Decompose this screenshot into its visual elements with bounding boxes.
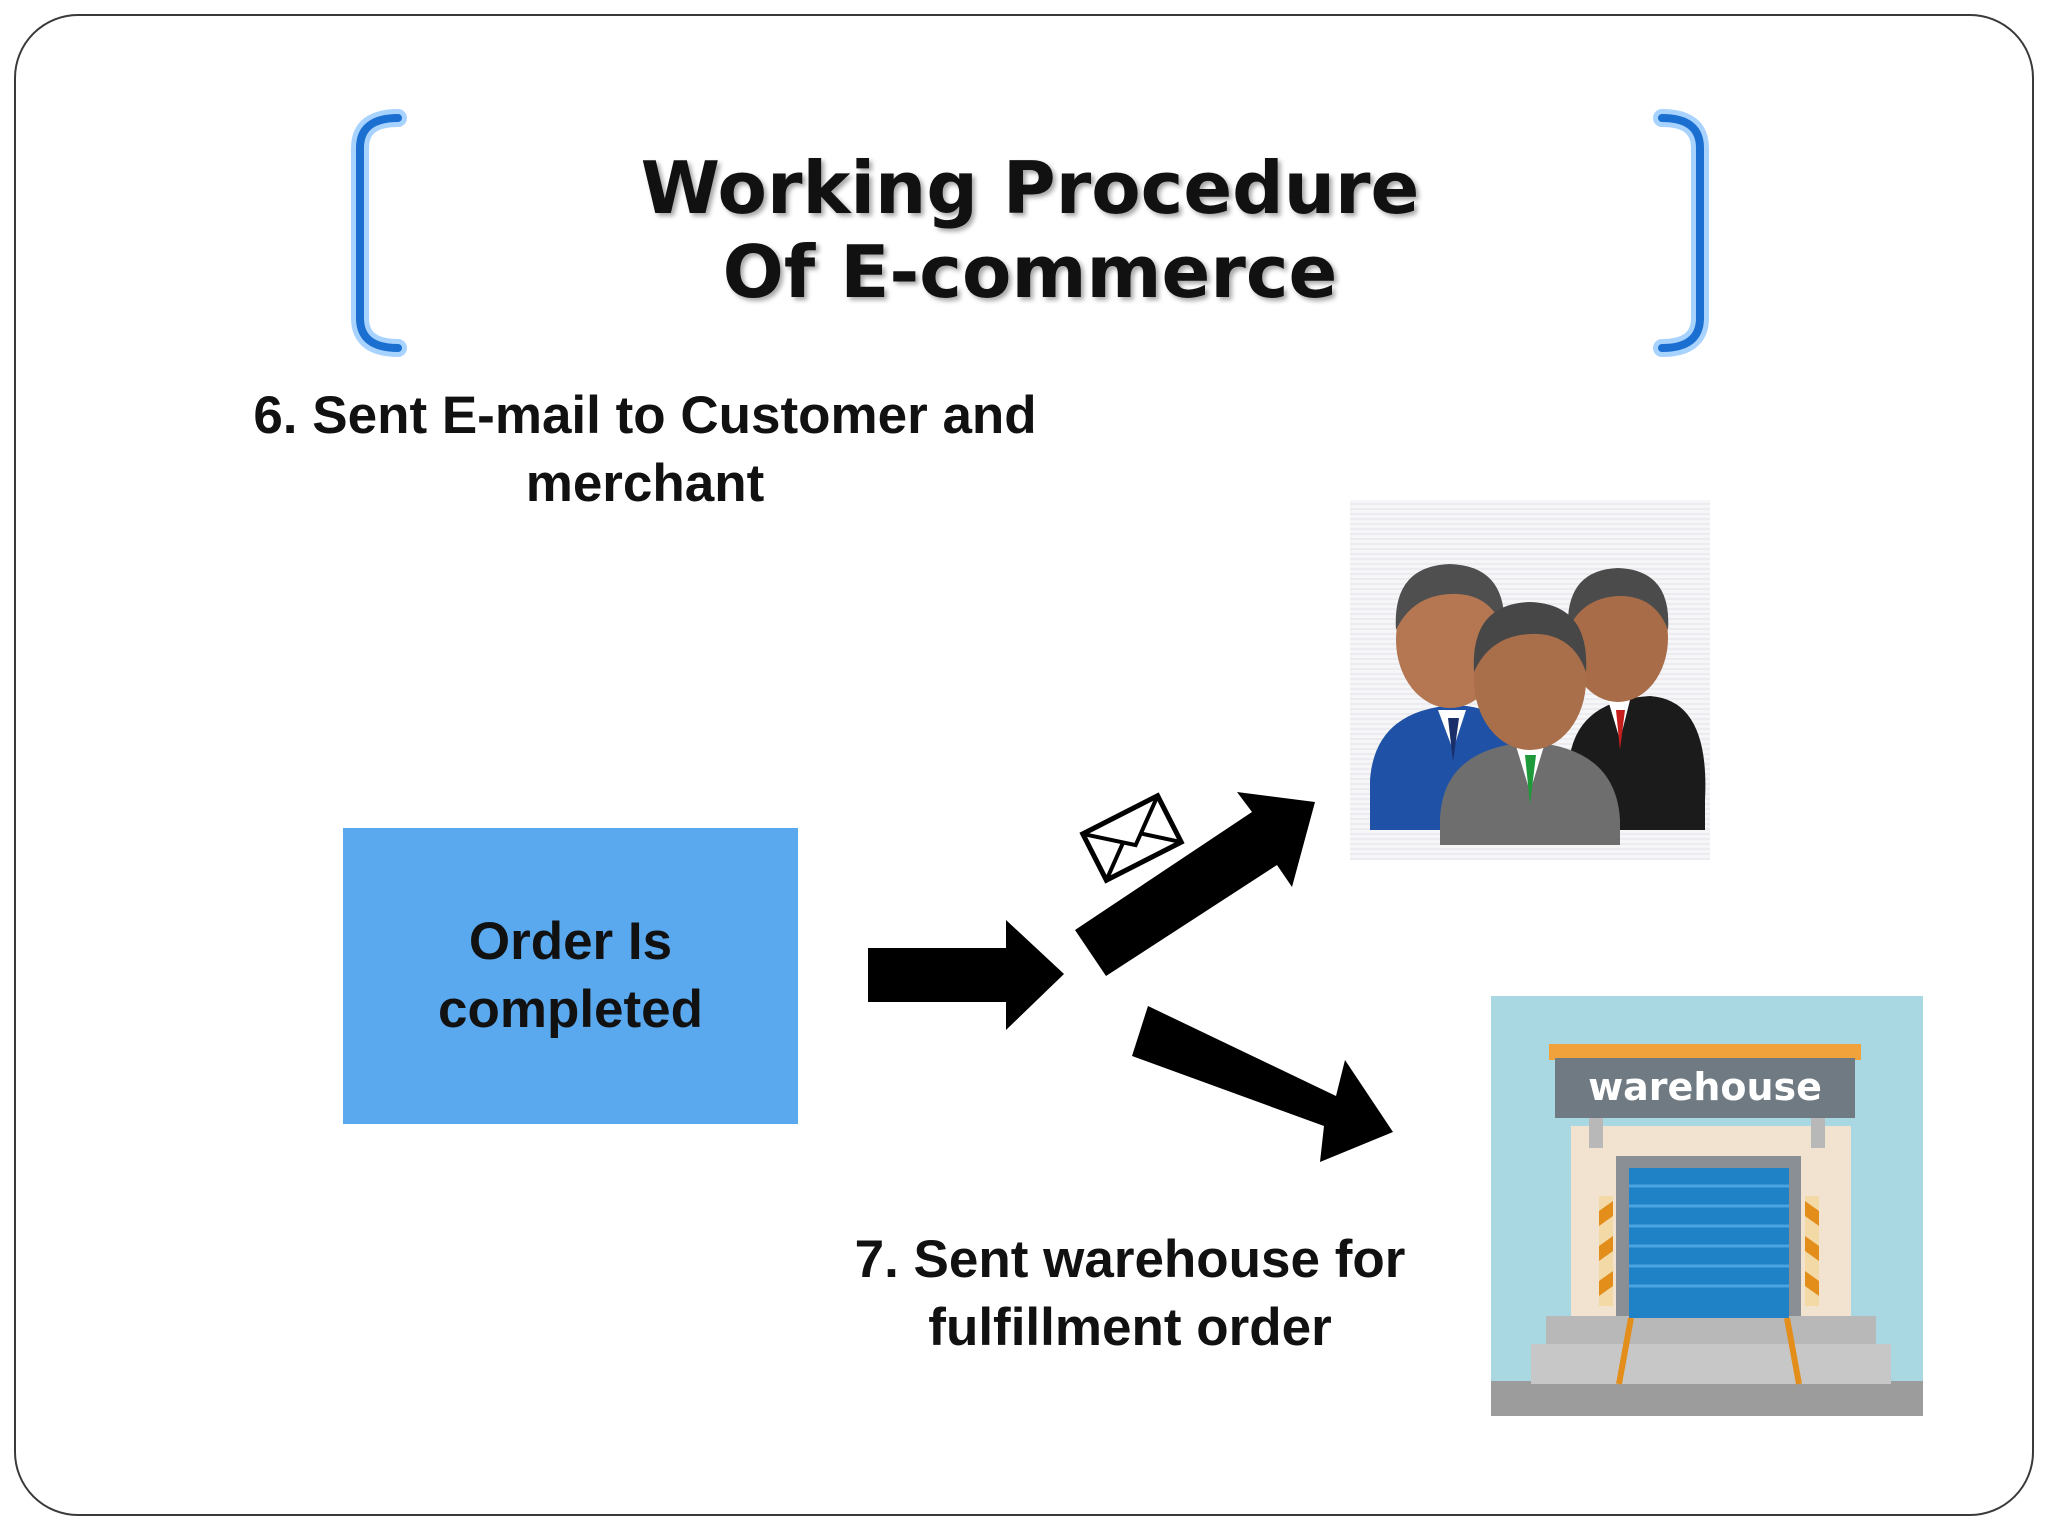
slide-title-line2: Of E-commerce	[722, 230, 1338, 314]
warehouse-sign-text: warehouse	[1588, 1065, 1822, 1109]
step6-label-line1: 6. Sent E-mail to Customer and	[253, 386, 1037, 445]
slide-title-line1: Working Procedure	[640, 146, 1420, 230]
arrow-right	[868, 920, 1064, 1030]
order-completed-box: Order Is completed	[343, 828, 798, 1124]
arrow-to-customers	[1075, 792, 1315, 976]
arrow-to-warehouse	[1132, 1006, 1393, 1162]
left-bracket-decoration	[351, 109, 407, 357]
business-people-icon	[1350, 500, 1710, 860]
step6-label-line2: merchant	[525, 454, 765, 513]
step6-label: 6. Sent E-mail to Customer and merchant	[150, 382, 1140, 518]
right-bracket-decoration	[1653, 109, 1709, 357]
step7-label-line2: fulfillment order	[928, 1298, 1332, 1357]
order-completed-line1: Order Is	[468, 912, 673, 971]
order-completed-line2: completed	[437, 980, 704, 1039]
step7-label-line1: 7. Sent warehouse for	[854, 1230, 1406, 1289]
order-completed-label: Order Is completed	[438, 908, 703, 1044]
envelope-icon	[1079, 792, 1185, 884]
warehouse-icon: warehouse	[1491, 996, 1923, 1416]
slide-title: Working Procedure Of E-commerce	[530, 146, 1530, 314]
step7-label: 7. Sent warehouse for fulfillment order	[780, 1226, 1480, 1362]
